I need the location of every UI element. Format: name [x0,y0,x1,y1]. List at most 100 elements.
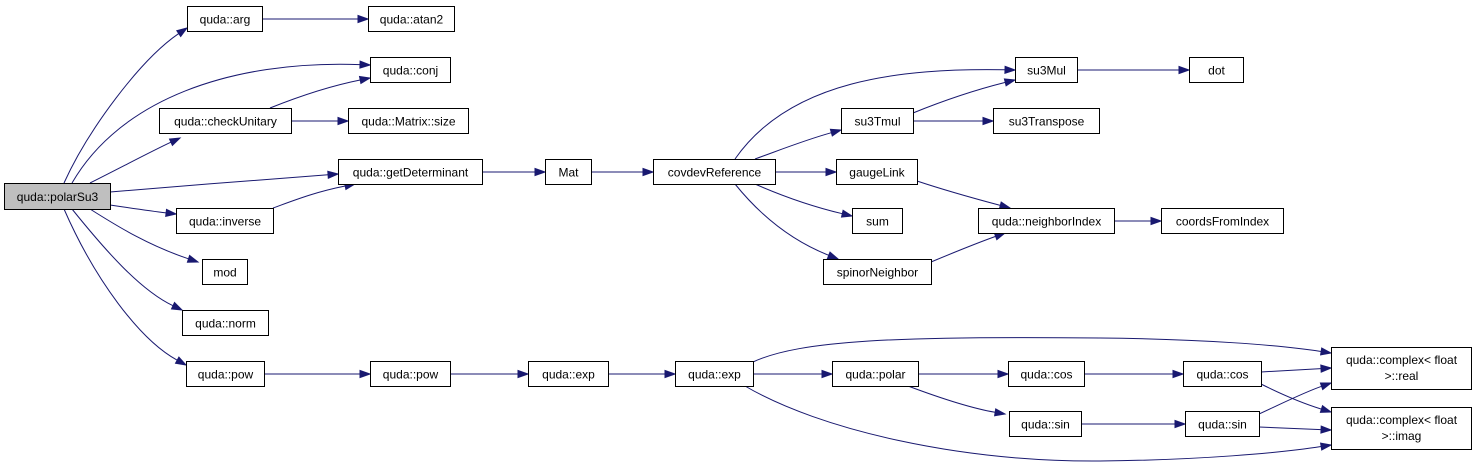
edge-line [272,185,346,209]
node-label: quda::Matrix::size [361,115,455,129]
node-su3mul[interactable]: su3Mul [1015,57,1078,83]
node-pow-1[interactable]: quda::pow [186,361,265,387]
node-label: quda::arg [200,13,251,27]
arrowhead [165,208,178,217]
node-gaugelink[interactable]: gaugeLink [836,159,918,185]
arrowhead [1172,369,1185,379]
node-atan2[interactable]: quda::atan2 [368,6,455,32]
edge-checkunitary-matrixsize [291,116,350,126]
arrowhead [359,369,372,379]
edge-su3tmul-su3transpose [913,116,995,126]
edge-checkunitary-conj [269,75,372,109]
node-complex-float-real[interactable]: quda::complex< float >::real [1331,347,1472,390]
edge-spinorneighbor-neighborindex [930,232,1007,263]
edge-covdevreference-su3tmul [754,128,843,160]
edge-line [1258,385,1322,415]
arrowhead [1319,442,1333,451]
node-exp-1[interactable]: quda::exp [528,361,609,387]
node-label: quda::pow [383,368,439,382]
node-neighborindex[interactable]: quda::neighborIndex [978,208,1115,234]
edge-pow2-exp1 [450,369,530,379]
arrowhead [1150,216,1163,226]
edge-arg-atan2 [262,14,370,24]
node-mat[interactable]: Mat [545,159,592,185]
node-label: quda::neighborIndex [992,215,1101,229]
node-checkunitary[interactable]: quda::checkUnitary [159,108,292,134]
node-label: quda::cos [1020,368,1072,382]
node-mod[interactable]: mod [202,259,248,285]
edge-line [754,132,832,160]
arrowhead [840,209,854,218]
node-cos-1[interactable]: quda::cos [1008,361,1085,387]
arrowhead [993,232,1007,241]
node-getdeterminant[interactable]: quda::getDeterminant [338,159,483,185]
edge-gaugelink-neighborindex [916,180,1012,210]
edge-line [734,183,829,256]
node-norm[interactable]: quda::norm [182,310,269,336]
node-label: su3Transpose [1009,115,1085,129]
node-su3transpose[interactable]: su3Transpose [993,108,1100,134]
node-inverse[interactable]: quda::inverse [176,208,274,234]
edge-pow1-pow2 [264,369,372,379]
edge-polar-sin1 [907,385,1007,417]
node-label-line-2: >::real [1385,369,1419,383]
edge-line [916,180,1001,206]
edge-line [1260,368,1322,373]
edge-line [734,69,1006,160]
node-label: coordsFromIndex [1176,215,1269,229]
node-cos-2[interactable]: quda::cos [1183,361,1262,387]
node-label: quda::atan2 [380,13,444,27]
edge-covdevreference-su3mul [734,65,1017,160]
node-label: su3Mul [1027,64,1066,78]
arrowhead [168,137,182,147]
arrowhead [1174,419,1187,429]
node-exp-2[interactable]: quda::exp [675,361,754,387]
edge-cos1-cos2 [1084,369,1185,379]
arrowhead [186,254,200,263]
arrowhead [1178,65,1191,75]
node-complex-float-imag[interactable]: quda::complex< float >::imag [1331,407,1472,450]
arrowhead [829,128,843,137]
edges [63,14,1333,462]
node-label: quda::getDeterminant [353,166,469,180]
node-pow-2[interactable]: quda::pow [370,361,451,387]
node-label: quda::conj [383,64,438,78]
node-arg[interactable]: quda::arg [187,6,263,32]
node-coordsfromindex[interactable]: coordsFromIndex [1161,208,1284,234]
node-sin-2[interactable]: quda::sin [1185,411,1260,437]
node-dot[interactable]: dot [1189,57,1244,83]
arrowhead [534,167,547,177]
edge-line [71,63,361,184]
arrowhead [357,14,370,24]
node-label-line-1: quda::complex< float [1346,353,1458,367]
node-sin-1[interactable]: quda::sin [1009,411,1082,437]
node-spinorneighbor[interactable]: spinorNeighbor [823,259,932,285]
edge-polarsu3-norm [71,208,184,311]
node-matrix-size[interactable]: quda::Matrix::size [348,108,469,134]
arrowhead [1319,382,1333,391]
edge-line [109,174,329,193]
arrowhead [1319,404,1333,413]
edge-exp1-exp2 [608,369,677,379]
node-conj[interactable]: quda::conj [370,57,451,83]
node-su3tmul[interactable]: su3Tmul [841,108,914,134]
edge-polar-cos1 [918,369,1010,379]
edge-exp2-polar [753,369,834,379]
node-polar[interactable]: quda::polar [832,361,919,387]
edge-line [63,33,179,184]
node-sum[interactable]: sum [852,208,903,234]
edge-line [269,79,361,109]
edge-line [109,204,167,214]
edge-polarsu3-mod [89,208,200,263]
edge-polarsu3-conj [71,60,372,184]
node-covdevreference[interactable]: covdevReference [653,159,776,185]
edge-line [744,385,1322,462]
edge-line [63,208,178,361]
node-polarsu3[interactable]: quda::polarSu3 [4,183,111,210]
edge-line [89,141,172,184]
edge-exp2-imag [744,385,1333,462]
arrowhead [997,369,1010,379]
edge-covdevreference-spinorneighbor [734,183,840,260]
edge-line [752,337,1322,363]
